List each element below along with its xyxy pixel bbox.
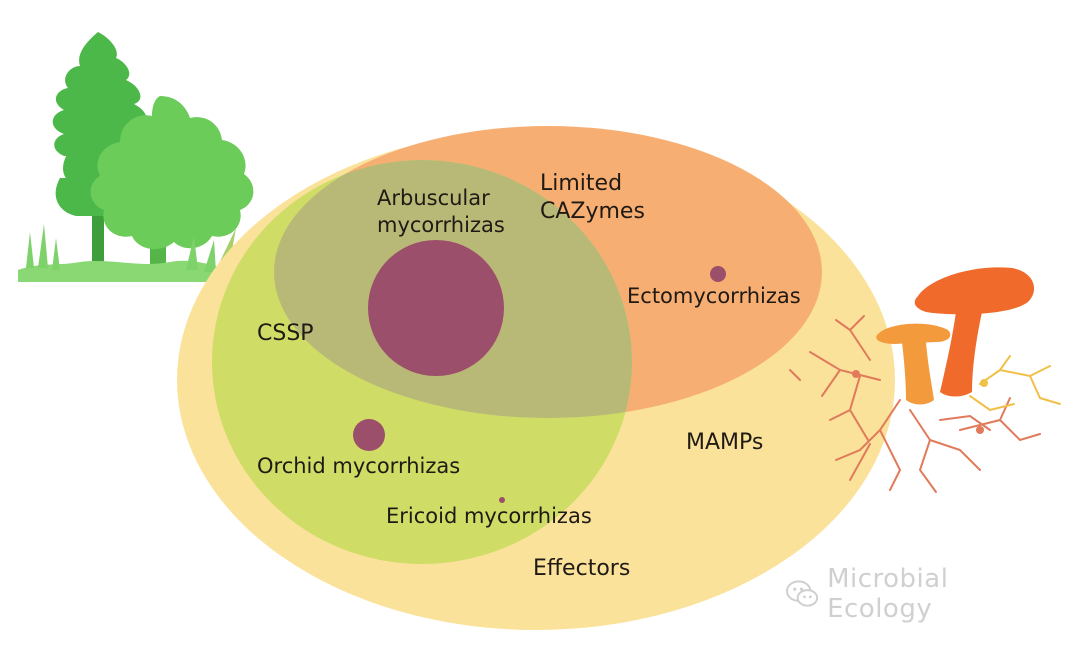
yellow-hyphae — [969, 355, 1061, 412]
ectomycorrhizas-label: Ectomycorrhizas — [627, 284, 801, 308]
limited-cazymes-label-line1: Limited — [540, 171, 623, 196]
effectors-label: Effectors — [533, 556, 631, 581]
cssp-label: CSSP — [257, 321, 314, 346]
arbuscular-label-line1: Arbuscular — [377, 186, 490, 210]
ericoid-label: Ericoid mycorrhizas — [386, 504, 592, 528]
orchid-dot — [353, 419, 385, 451]
ericoid-dot — [499, 497, 505, 503]
watermark-text: Microbial Ecology — [827, 564, 949, 624]
arbuscular-label-line2: mycorrhizas — [377, 213, 505, 237]
large-mushroom — [914, 267, 1035, 397]
ectomycorrhizas-dot — [710, 266, 726, 282]
arbuscular-dot — [368, 240, 504, 376]
orchid-label: Orchid mycorrhizas — [257, 454, 461, 478]
hyphae-network — [789, 315, 1041, 493]
wechat-icon — [786, 580, 819, 607]
mamps-label: MAMPs — [686, 430, 764, 455]
small-mushroom — [876, 323, 951, 405]
forest-illustration — [18, 32, 254, 282]
watermark: Microbial Ecology — [786, 564, 1056, 624]
limited-cazymes-label-line2: CAZymes — [540, 199, 645, 224]
mushroom-illustration — [789, 267, 1061, 493]
